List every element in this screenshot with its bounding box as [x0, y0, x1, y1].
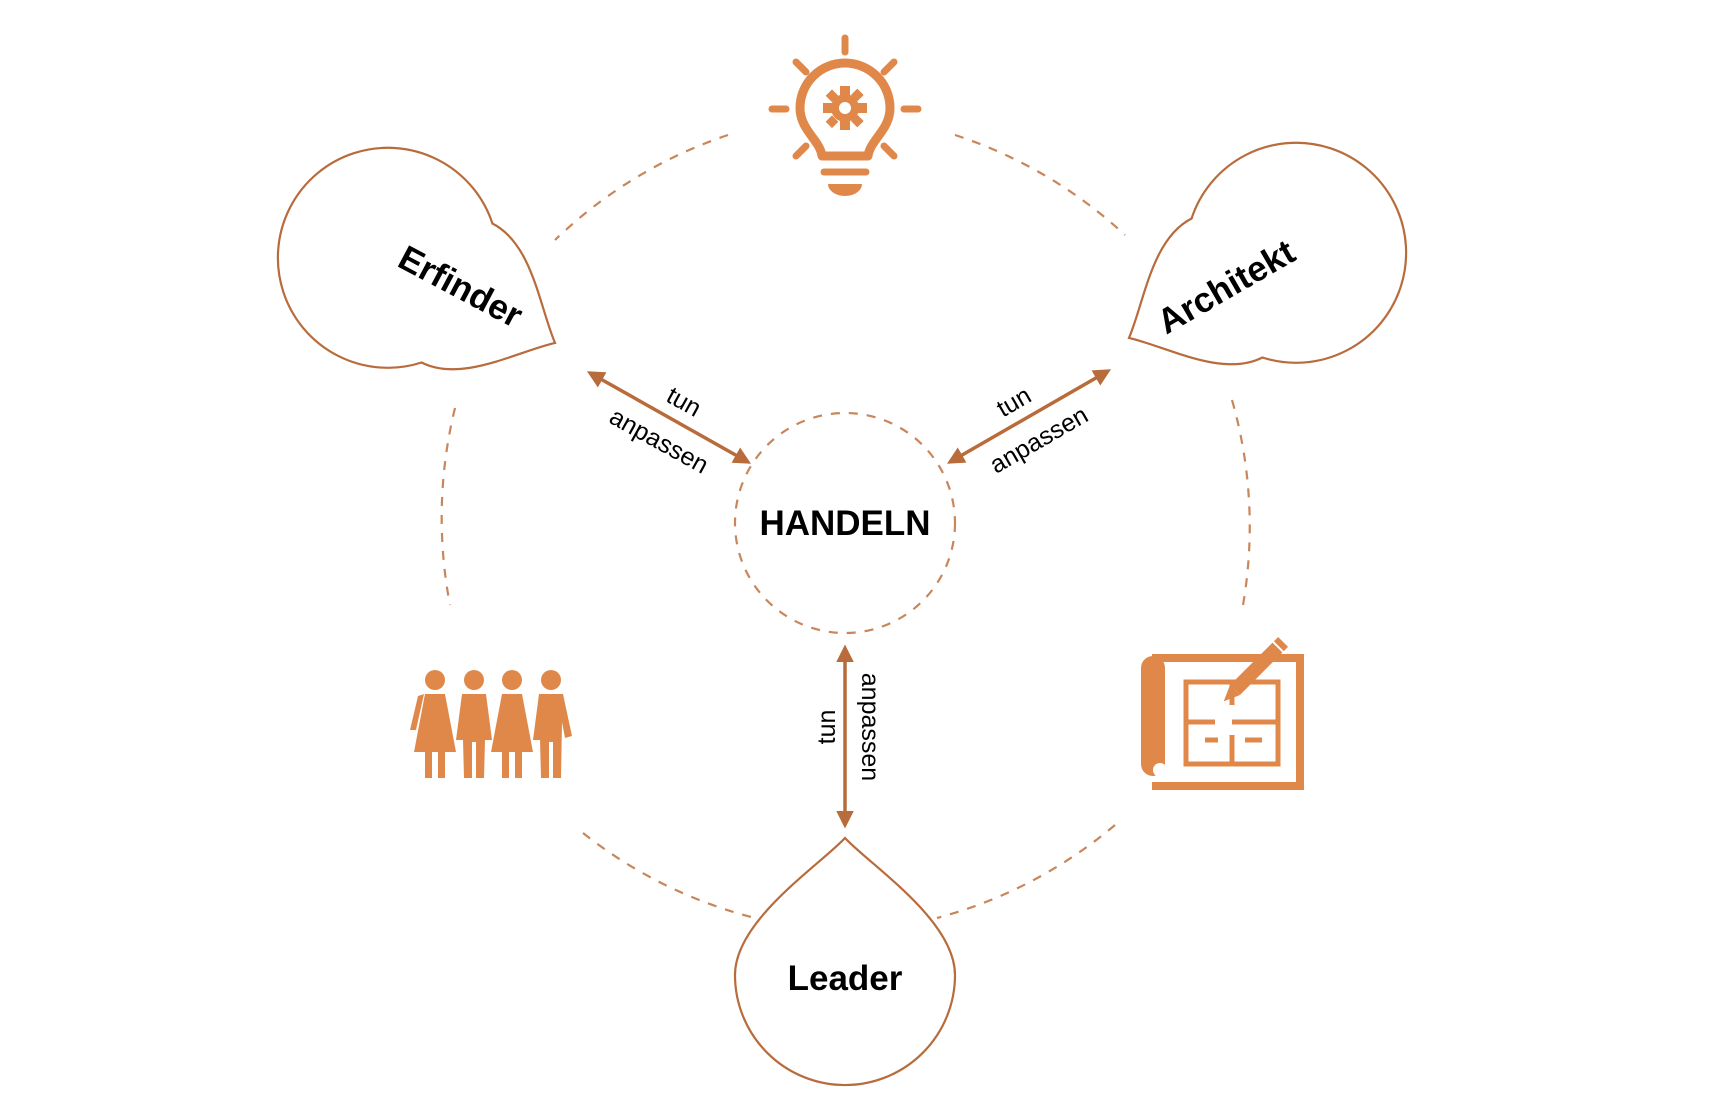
erfinder-teardrop: [276, 146, 557, 371]
center-label: HANDELN: [759, 504, 930, 543]
cycle-arc-bulb-erfinder: [554, 133, 729, 241]
role-architekt: [1127, 141, 1408, 366]
arrow-erfinder-handeln: [586, 371, 752, 464]
leader-teardrop: [733, 836, 957, 1087]
cycle-arc-people-leader: [582, 832, 756, 920]
cycle-arc-bulb-architekt: [954, 133, 1126, 236]
outer-dashed-cycle: [440, 133, 1251, 920]
arrow-bottom-top-label: tun: [813, 710, 841, 745]
cycle-arc-architekt-blueprint: [1230, 399, 1251, 606]
cycle-arc-erfinder-people: [440, 407, 457, 606]
leader-label: Leader: [788, 959, 903, 998]
role-erfinder: [276, 146, 557, 371]
architekt-teardrop: [1127, 141, 1408, 366]
blueprint-pencil-icon: [1141, 636, 1304, 790]
center-dashed-circle: [733, 411, 957, 635]
arrow-bottom-bottom-label: anpassen: [856, 673, 884, 781]
lightbulb-gear-icon: [768, 34, 922, 196]
role-leader: [733, 836, 957, 1087]
arrow-architekt-handeln: [946, 369, 1112, 464]
group-of-people-icon: [410, 670, 572, 778]
cycle-arc-blueprint-leader: [936, 824, 1116, 920]
